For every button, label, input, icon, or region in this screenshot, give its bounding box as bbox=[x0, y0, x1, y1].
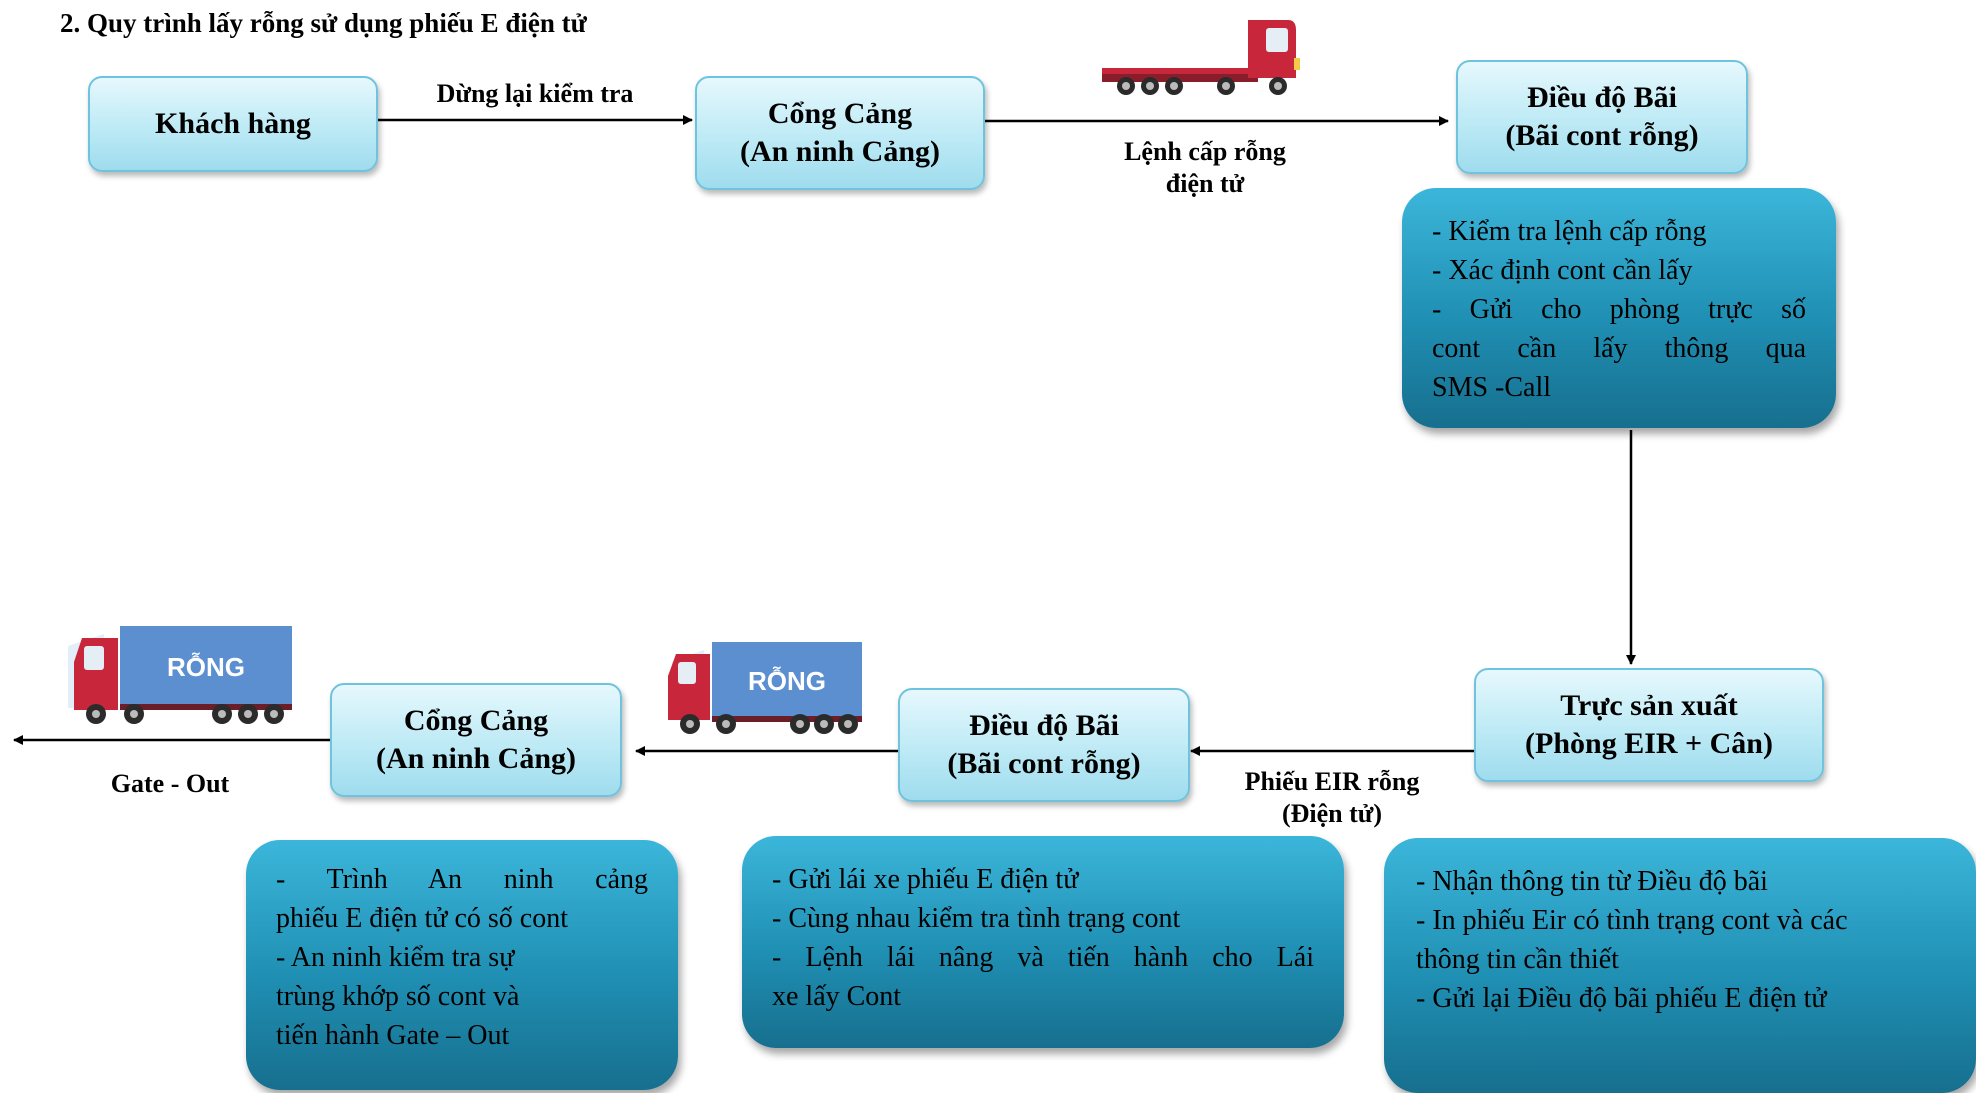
edge-label-empty-order-line2: điện tử bbox=[1165, 169, 1245, 198]
node-yard-top-line2: (Bãi cont rỗng) bbox=[1505, 119, 1699, 152]
edge-label-eir-slip-line2: (Điện tử) bbox=[1281, 799, 1383, 828]
node-yard-bottom-line2: (Bãi cont rỗng) bbox=[947, 747, 1141, 780]
note-gate-out: - Trình An ninh cảng phiếu E điện tử có … bbox=[246, 840, 678, 1090]
edge-label-eir-slip-line1: Phiếu EIR rỗng bbox=[1244, 767, 1420, 796]
edge-label-stop-check: Dừng lại kiểm tra bbox=[436, 79, 634, 108]
note-yard-bottom-line: xe lấy Cont bbox=[772, 981, 902, 1012]
note-yard-top-line: - Kiểm tra lệnh cấp rỗng bbox=[1432, 216, 1707, 247]
edge-label-gate-out: Gate - Out bbox=[110, 769, 230, 798]
node-production-line2: (Phòng EIR + Cân) bbox=[1525, 727, 1773, 760]
note-yard-top-line: - Gửi cho phòng trực số bbox=[1432, 294, 1806, 325]
node-customer: Khách hàng bbox=[88, 76, 378, 172]
node-gate-out-line1: Cổng Cảng bbox=[403, 704, 549, 737]
note-gate-out-line: - An ninh kiểm tra sự bbox=[276, 942, 515, 973]
node-gate-out: Cổng Cảng (An ninh Cảng) bbox=[330, 683, 622, 797]
node-gate-in: Cổng Cảng (An ninh Cảng) bbox=[695, 76, 985, 190]
note-yard-top: - Kiểm tra lệnh cấp rỗng - Xác định cont… bbox=[1402, 188, 1836, 428]
note-yard-top-line: - Xác định cont cần lấy bbox=[1432, 255, 1693, 286]
note-yard-bottom-line: - Gửi lái xe phiếu E điện tử bbox=[772, 864, 1079, 895]
flatbed-truck-icon bbox=[1102, 20, 1300, 95]
note-production-line: - Gửi lại Điều độ bãi phiếu E điện tử bbox=[1416, 983, 1827, 1014]
node-yard-bottom: Điều độ Bãi (Bãi cont rỗng) bbox=[898, 688, 1190, 802]
note-gate-out-line: phiếu E điện tử có số cont bbox=[276, 903, 569, 934]
node-yard-bottom-line1: Điều độ Bãi bbox=[968, 709, 1120, 742]
node-yard-top: Điều độ Bãi (Bãi cont rỗng) bbox=[1456, 60, 1748, 174]
node-gate-out-line2: (An ninh Cảng) bbox=[375, 742, 577, 775]
note-yard-top-line: SMS -Call bbox=[1432, 372, 1552, 403]
note-yard-bottom-line: - Lệnh lái nâng và tiến hành cho Lái bbox=[772, 942, 1314, 973]
node-production: Trực sản xuất (Phòng EIR + Cân) bbox=[1474, 668, 1824, 782]
node-yard-top-line1: Điều độ Bãi bbox=[1526, 81, 1678, 114]
node-customer-label: Khách hàng bbox=[155, 107, 311, 140]
truck-cargo-label: RỖNG bbox=[748, 666, 826, 696]
note-gate-out-line: trùng khớp số cont và bbox=[276, 981, 520, 1012]
note-production-line: - In phiếu Eir có tình trạng cont và các bbox=[1416, 905, 1848, 936]
page-title: 2. Quy trình lấy rỗng sử dụng phiếu E đi… bbox=[60, 8, 587, 38]
edge-label-eir-slip: Phiếu EIR rỗng (Điện tử) bbox=[1212, 766, 1452, 830]
note-yard-bottom-line: - Cùng nhau kiểm tra tình trạng cont bbox=[772, 903, 1181, 934]
truck-cargo-label: RỖNG bbox=[167, 652, 245, 682]
note-yard-top-line: cont cần lấy thông qua bbox=[1432, 333, 1806, 364]
edge-label-empty-order-line1: Lệnh cấp rỗng bbox=[1124, 137, 1286, 166]
note-production-line: thông tin cần thiết bbox=[1416, 944, 1619, 975]
node-gate-in-line1: Cổng Cảng bbox=[767, 97, 913, 130]
note-gate-out-line: tiến hành Gate – Out bbox=[276, 1020, 510, 1051]
note-yard-bottom: - Gửi lái xe phiếu E điện tử - Cùng nhau… bbox=[742, 836, 1344, 1048]
note-gate-out-line: - Trình An ninh cảng bbox=[276, 864, 648, 895]
note-production-line: - Nhận thông tin từ Điều độ bãi bbox=[1416, 866, 1768, 897]
note-production: - Nhận thông tin từ Điều độ bãi - In phi… bbox=[1384, 838, 1976, 1093]
container-truck-icon: RỖNG bbox=[668, 642, 862, 734]
node-gate-in-line2: (An ninh Cảng) bbox=[739, 135, 941, 168]
container-truck-icon: RỖNG bbox=[68, 626, 292, 724]
node-production-line1: Trực sản xuất bbox=[1560, 689, 1738, 722]
edge-label-empty-order: Lệnh cấp rỗng điện tử bbox=[1090, 136, 1320, 200]
